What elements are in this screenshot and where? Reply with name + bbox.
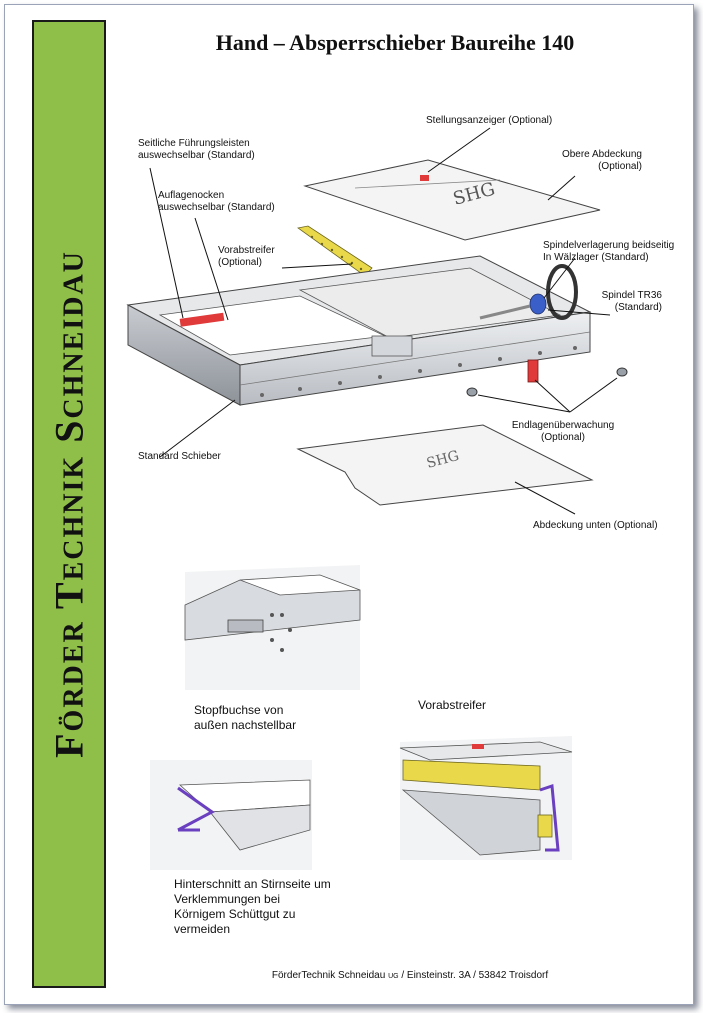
label-limit-monitoring-line2: (Optional)	[541, 432, 585, 443]
label-guide-strips-line2: auswechselbar (Standard)	[138, 150, 255, 161]
label-spindle-line2: (Standard)	[614, 302, 662, 313]
label-support-cam-line1: Auflagenocken	[158, 190, 225, 201]
label-support-cam-line2: auswechselbar (Standard)	[158, 202, 275, 213]
leader-lines	[149, 127, 618, 515]
top-cover-plate: SHG	[303, 159, 601, 241]
label-support-cam: Auflagenocken auswechselbar (Standard)	[158, 190, 275, 214]
footer-legal-form: UG	[388, 973, 399, 980]
label-bottom-cover: Abdeckung unten (Optional)	[533, 520, 658, 531]
caption-undercut-line2: Verklemmungen bei	[174, 892, 281, 906]
document-sheet	[4, 4, 694, 1005]
label-spindle-line1: Spindel TR36	[601, 290, 662, 301]
handwheel	[479, 264, 578, 320]
detail-pre-wiper	[399, 736, 573, 860]
footer-address: FörderTechnik Schneidau UG / Einsteinstr…	[200, 970, 620, 981]
label-limit-monitoring: Endlagenüberwachung (Optional)	[500, 420, 626, 444]
limit-sensor-right	[616, 367, 628, 377]
company-sidebar: Förder Technik Schneidau	[32, 20, 106, 988]
label-limit-monitoring-line1: Endlagenüberwachung	[511, 420, 615, 431]
footer-street: / Einsteinstr. 3A / 53842 Troisdorf	[401, 970, 549, 981]
pre-wiper-strip	[297, 225, 373, 277]
limit-switch-red	[527, 359, 539, 383]
detail-stuffing-box	[184, 565, 361, 690]
caption-stuffing-box-line2: außen nachstellbar	[194, 718, 297, 732]
label-pre-wiper-line1: Vorabstreifer	[218, 245, 275, 256]
limit-sensor-left	[466, 387, 478, 397]
caption-undercut-line3: Körnigem Schüttgut zu	[174, 907, 296, 921]
label-top-cover: Obere Abdeckung (Optional)	[530, 149, 642, 173]
detail-undercut	[150, 760, 312, 870]
label-spindle-bearing: Spindelverlagerung beidseitig In Wälzlag…	[543, 240, 674, 264]
label-top-cover-line2: (Optional)	[598, 161, 642, 172]
label-top-cover-line1: Obere Abdeckung	[561, 149, 642, 160]
label-position-indicator: Stellungsanzeiger (Optional)	[426, 115, 553, 126]
label-spindle: Spindel TR36 (Standard)	[580, 290, 662, 314]
caption-pre-wiper: Vorabstreifer	[418, 698, 487, 712]
label-pre-wiper-line2: (Optional)	[218, 257, 262, 268]
label-guide-strips-line1: Seitliche Führungsleisten	[138, 138, 250, 149]
caption-stuffing-box-line1: Stopfbuchse von	[194, 703, 284, 717]
caption-undercut-line4: vermeiden	[174, 922, 231, 936]
caption-undercut-line1: Hinterschnitt an Stirnseite um	[174, 877, 331, 891]
support-cam-red	[179, 312, 225, 327]
bottom-cover-plate: SHG	[296, 424, 594, 506]
position-indicator-mark	[420, 175, 429, 181]
page-title: Hand – Absperrschieber Baureihe 140	[215, 30, 575, 55]
gate-frame	[126, 255, 592, 406]
label-spindle-bearing-line2: In Wälzlager (Standard)	[543, 252, 649, 263]
caption-stuffing-box: Stopfbuchse von außen nachstellbar	[194, 703, 296, 733]
label-standard-gate: Standard Schieber	[138, 451, 221, 462]
label-pre-wiper: Vorabstreifer (Optional)	[218, 245, 275, 269]
caption-undercut: Hinterschnitt an Stirnseite um Verklemmu…	[174, 877, 331, 937]
label-spindle-bearing-line1: Spindelverlagerung beidseitig	[543, 240, 675, 251]
footer-company: FörderTechnik Schneidau	[271, 970, 386, 981]
label-guide-strips: Seitliche Führungsleisten auswechselbar …	[138, 138, 255, 162]
